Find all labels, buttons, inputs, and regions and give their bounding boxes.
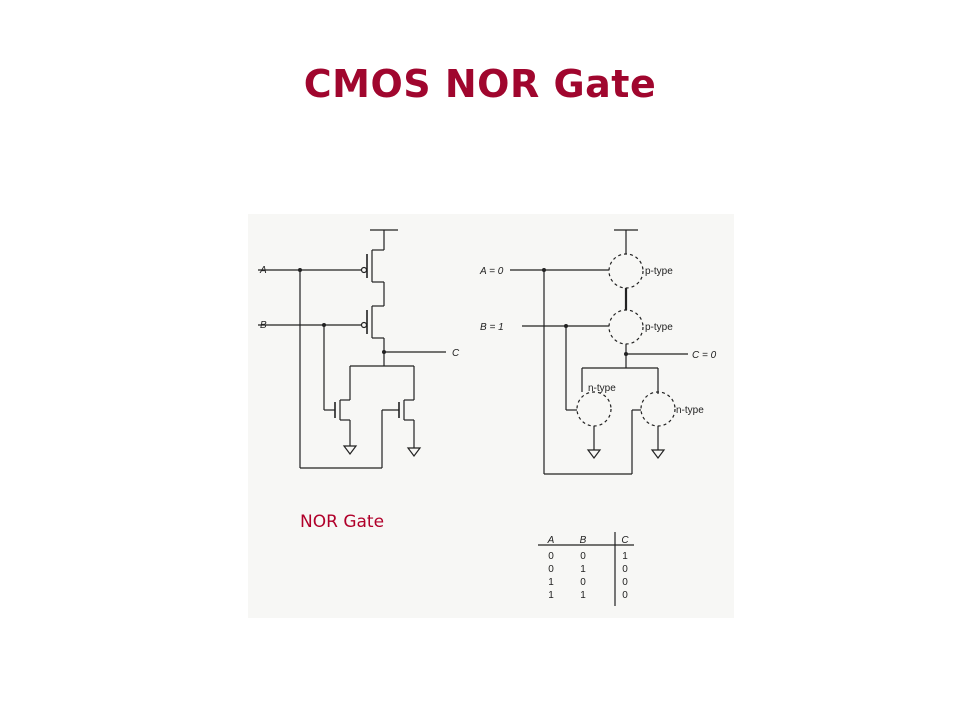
truth-table-cell: 1	[548, 577, 554, 588]
right-ground-2-icon	[650, 449, 666, 459]
left-nmos-b-transistor	[398, 366, 415, 448]
nor-circuit-figure: A B C A = 0 B = 1 C = 0 p-type p-type n-…	[258, 229, 717, 606]
truth-table-cell: 0	[580, 551, 586, 562]
left-nmos-a-transistor	[334, 366, 351, 446]
left-ground-1-icon	[342, 445, 358, 455]
label-ptype-top: p-type	[645, 266, 673, 277]
right-ptype-top-switch	[608, 253, 644, 289]
truth-table-cell: 0	[622, 590, 628, 601]
truth-table-cell: 1	[580, 590, 586, 601]
truth-table-header-c: C	[621, 535, 629, 546]
truth-table-cell: 0	[622, 577, 628, 588]
left-label-c: C	[452, 348, 460, 359]
truth-table-cell: 1	[548, 590, 554, 601]
label-ntype-right: n-type	[676, 405, 704, 416]
truth-table-cell: 0	[580, 577, 586, 588]
left-ground-2-icon	[406, 447, 422, 457]
right-ptype-bottom-switch	[608, 309, 644, 345]
left-cmos-schematic	[258, 229, 446, 469]
truth-table-header-b: B	[580, 535, 587, 546]
truth-table-cell: 1	[622, 551, 628, 562]
left-label-a: A	[259, 265, 267, 276]
label-ptype-bottom: p-type	[645, 322, 673, 333]
right-ground-1-icon	[586, 449, 602, 459]
right-label-c: C = 0	[692, 350, 717, 361]
right-label-b: B = 1	[480, 322, 504, 333]
truth-table-header-a: A	[547, 535, 555, 546]
truth-table-cell: 0	[548, 551, 554, 562]
figure-panel: A B C A = 0 B = 1 C = 0 p-type p-type n-…	[248, 214, 734, 618]
slide-title: CMOS NOR Gate	[303, 62, 657, 106]
truth-table-cell: 0	[548, 564, 554, 575]
left-pmos-b-transistor	[360, 305, 384, 339]
truth-table-cell: 1	[580, 564, 586, 575]
label-ntype-left: n-type	[588, 383, 616, 394]
truth-table: A B C 0 0 1 0 1 0 1 0 0 1 1 0	[547, 535, 630, 601]
truth-table-cell: 0	[622, 564, 628, 575]
right-ntype-right-switch	[640, 391, 676, 427]
right-ntype-left-switch	[576, 391, 612, 427]
left-label-b: B	[260, 320, 267, 331]
figure-caption: NOR Gate	[300, 512, 385, 532]
left-pmos-a-transistor	[360, 249, 384, 283]
right-label-a: A = 0	[479, 266, 504, 277]
